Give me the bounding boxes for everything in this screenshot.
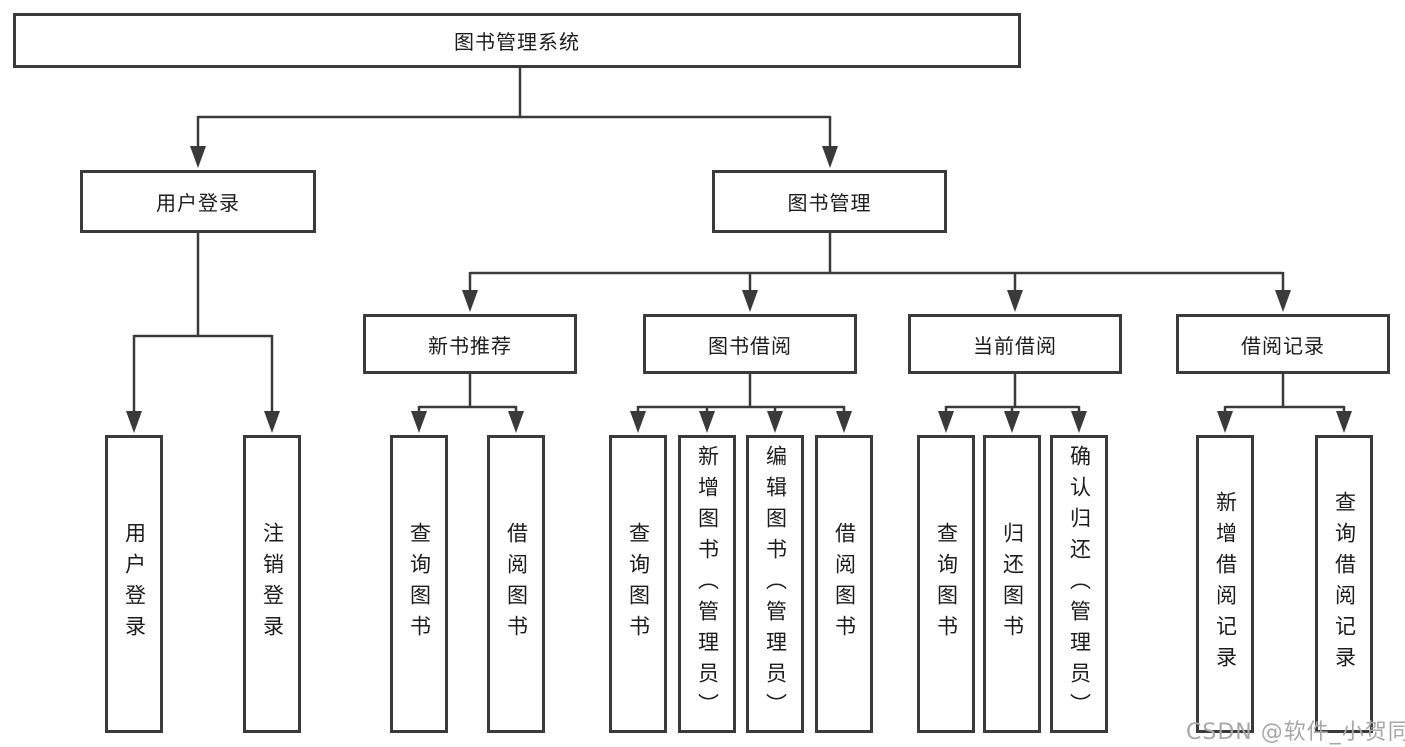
node-current-borrow: 当前借阅	[908, 314, 1122, 374]
leaf-add-books-admin: 新增图书（管理员）	[678, 435, 736, 733]
node-borrow-records-label: 借阅记录	[1241, 333, 1325, 358]
csdn-watermark: CSDN @软件_小贺同学	[1186, 720, 1405, 745]
leaf-borrow-books: 借阅图书	[815, 435, 873, 733]
arrowhead	[264, 411, 280, 433]
node-borrow-records: 借阅记录	[1176, 314, 1390, 374]
leaf-user-login: 用户登录	[105, 435, 163, 733]
arrowhead	[699, 411, 715, 433]
arrowhead	[1071, 411, 1087, 433]
leaf-query-books-current: 查询图书	[917, 435, 975, 733]
arrowhead	[190, 146, 206, 168]
leaf-add-borrow-record: 新增借阅记录	[1196, 435, 1254, 733]
node-root-system-label: 图书管理系统	[454, 30, 580, 54]
leaf-query-books-borrow: 查询图书	[609, 435, 667, 733]
leaf-confirm-return-admin: 确认归还（管理员）	[1050, 435, 1108, 733]
arrowhead	[938, 411, 954, 433]
leaf-query-books-borrow-label: 查询图书	[626, 522, 651, 646]
leaf-query-books-recommend: 查询图书	[390, 435, 448, 733]
node-new-book-recommend-label: 新书推荐	[428, 333, 512, 358]
arrowhead	[126, 411, 142, 433]
leaf-add-books-admin-label: 新增图书（管理员）	[695, 444, 720, 724]
node-new-book-recommend: 新书推荐	[363, 314, 577, 374]
arrowhead	[1217, 411, 1233, 433]
leaf-confirm-return-admin-label: 确认归还（管理员）	[1067, 444, 1092, 724]
arrowhead	[1336, 411, 1352, 433]
node-book-management-label: 图书管理	[787, 191, 872, 215]
arrowhead	[1007, 290, 1023, 312]
leaf-logout-label: 注销登录	[260, 522, 285, 646]
arrowhead	[1004, 411, 1020, 433]
node-book-borrow-label: 图书借阅	[708, 333, 792, 358]
leaf-query-borrow-record-label: 查询借阅记录	[1332, 491, 1357, 677]
arrowhead	[508, 411, 524, 433]
arrowhead	[822, 146, 838, 168]
leaf-return-books: 归还图书	[983, 435, 1041, 733]
leaf-edit-books-admin: 编辑图书（管理员）	[746, 435, 804, 733]
node-book-borrow: 图书借阅	[643, 314, 857, 374]
leaf-user-login-label: 用户登录	[122, 522, 147, 646]
leaf-borrow-books-recommend: 借阅图书	[487, 435, 545, 733]
leaf-query-books-current-label: 查询图书	[934, 522, 959, 646]
node-user-login-label: 用户登录	[156, 191, 240, 215]
leaf-borrow-books-recommend-label: 借阅图书	[504, 522, 529, 646]
arrowhead	[630, 411, 646, 433]
leaf-query-borrow-record: 查询借阅记录	[1315, 435, 1373, 733]
leaf-borrow-books-label: 借阅图书	[832, 522, 857, 646]
leaf-add-borrow-record-label: 新增借阅记录	[1213, 491, 1238, 677]
leaf-query-books-recommend-label: 查询图书	[407, 522, 432, 646]
arrowhead	[767, 411, 783, 433]
leaf-edit-books-admin-label: 编辑图书（管理员）	[763, 444, 788, 724]
node-book-management: 图书管理	[712, 170, 947, 233]
arrowhead	[1275, 290, 1291, 312]
node-user-login: 用户登录	[80, 170, 316, 233]
node-root-system: 图书管理系统	[13, 13, 1021, 68]
leaf-logout: 注销登录	[243, 435, 301, 733]
arrowhead	[411, 411, 427, 433]
arrowhead	[742, 290, 758, 312]
leaf-return-books-label: 归还图书	[1000, 522, 1025, 646]
node-current-borrow-label: 当前借阅	[973, 333, 1057, 358]
arrowhead	[462, 290, 478, 312]
arrowhead	[836, 411, 852, 433]
